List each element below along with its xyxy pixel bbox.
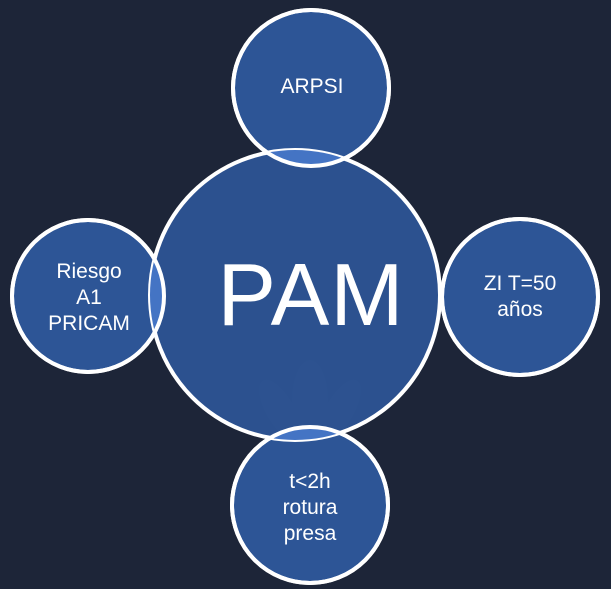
bottom-circle-label: t<2h rotura presa: [282, 470, 338, 545]
left-circle-label: Riesgo A1 PRICAM: [48, 260, 130, 335]
top-circle-label: ARPSI: [280, 75, 344, 98]
satellite-outlines: [10, 8, 600, 585]
center-label: PAM: [217, 245, 405, 344]
right-circle-label: ZI T=50 años: [483, 272, 557, 321]
